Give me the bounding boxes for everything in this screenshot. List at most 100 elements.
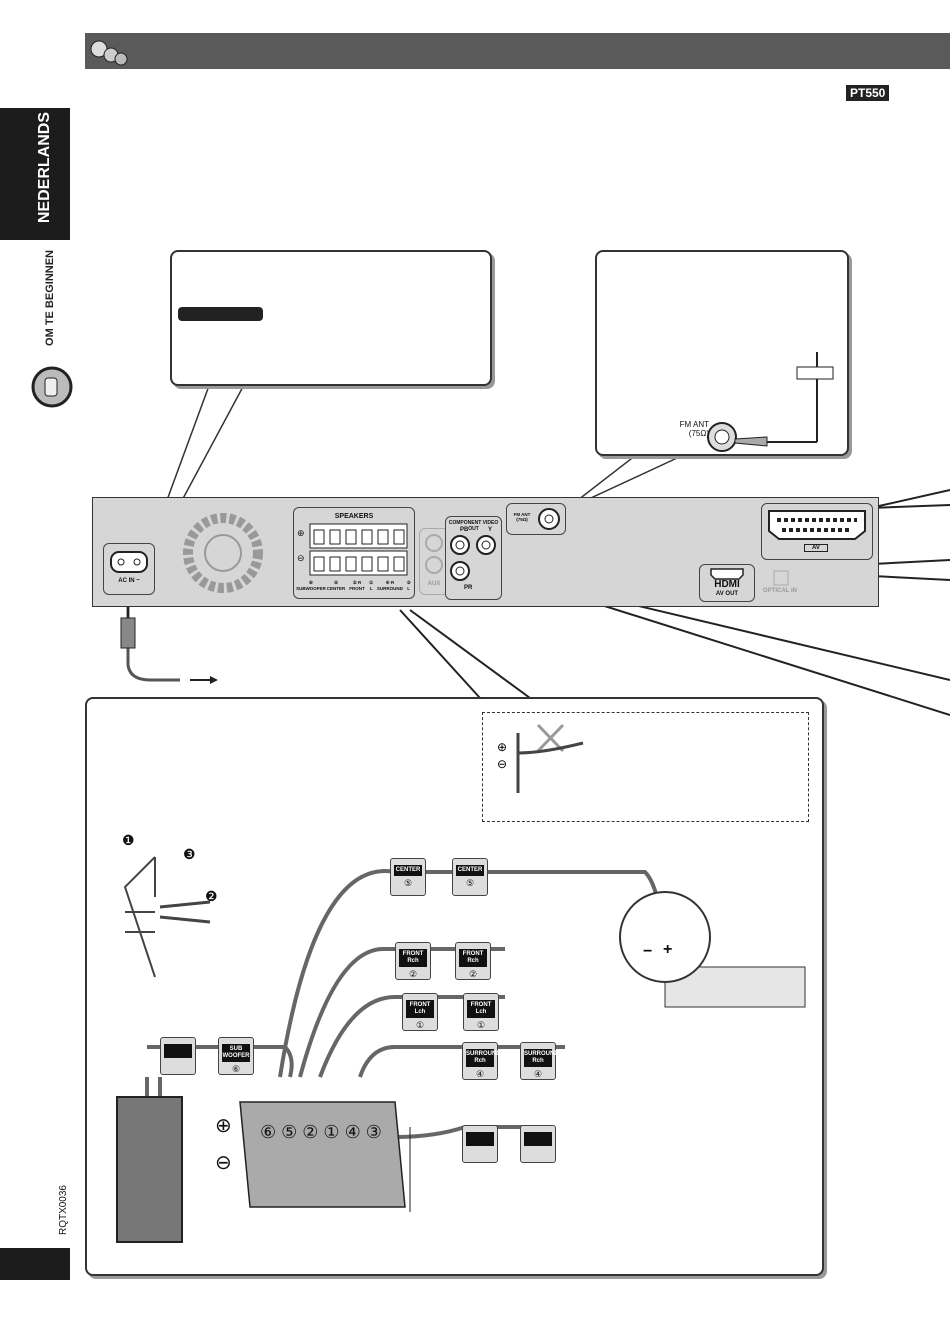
step-2: ❷ bbox=[205, 888, 218, 904]
header-bar bbox=[85, 33, 950, 69]
speaker-tag-front-right: FRONT Rch ② bbox=[395, 942, 431, 980]
blank-label-bar bbox=[178, 307, 263, 321]
fm-ant-label: FM ANT (75Ω) bbox=[513, 512, 531, 522]
tag-label: FRONT Lch bbox=[406, 1000, 434, 1018]
speaker-wiring-diagram bbox=[116, 856, 806, 1243]
terminal-label: ⑤ CENTER bbox=[326, 580, 346, 591]
optical-in-label: OPTICAL IN bbox=[763, 588, 797, 594]
terminal-label: ① L bbox=[369, 580, 374, 591]
terminal-grid bbox=[309, 523, 408, 576]
optical-port-icon bbox=[773, 570, 789, 586]
speaker-tag-center: CENTER ⑤ bbox=[452, 858, 488, 896]
terminal-label: ② R FRONT bbox=[349, 580, 365, 591]
fm-antenna-callout: FM ANT (75Ω) bbox=[595, 250, 849, 456]
aux-jacks-icon bbox=[425, 534, 443, 574]
ac-socket-icon bbox=[110, 551, 148, 573]
y-label: Y bbox=[488, 527, 493, 533]
blank-tag-label bbox=[524, 1132, 552, 1146]
terminal-plus: ⊕ bbox=[215, 1115, 232, 1137]
aux-input: AUX bbox=[419, 528, 449, 595]
component-video-out: COMPONENT VIDEO OUT PB Y PR bbox=[445, 516, 502, 600]
speaker-tag-front-right: FRONT Rch ② bbox=[455, 942, 491, 980]
step-3: ❸ bbox=[183, 846, 196, 862]
page-footer-tab bbox=[0, 1248, 70, 1280]
tag-label: CENTER bbox=[394, 865, 422, 876]
terminal-minus: ⊖ bbox=[215, 1152, 232, 1174]
tag-number: ⑥ bbox=[231, 1064, 241, 1074]
fm-antenna-terminal: FM ANT (75Ω) bbox=[506, 503, 566, 535]
speaker-tag-front-left: FRONT Lch ① bbox=[402, 993, 438, 1031]
tag-number: ⑤ bbox=[465, 878, 475, 888]
av-label: AV bbox=[804, 544, 828, 552]
hdmi-av-out: HDMI AV OUT bbox=[699, 564, 755, 602]
speaker-tag-subwoofer: SUB WOOFER ⑥ bbox=[218, 1037, 254, 1075]
speaker-tag-center: CENTER ⑤ bbox=[390, 858, 426, 896]
bubbles-icon bbox=[90, 40, 128, 66]
pb-label: PB bbox=[460, 527, 469, 533]
tag-label: SURROUND Rch bbox=[524, 1049, 559, 1067]
tag-number: ① bbox=[415, 1020, 425, 1030]
tag-label: FRONT Rch bbox=[459, 949, 487, 967]
speaker-tag-front-left: FRONT Lch ① bbox=[463, 993, 499, 1031]
terminal-number: ① bbox=[323, 1122, 340, 1142]
speaker-tag-surround-right: SURROUND Rch ④ bbox=[520, 1042, 559, 1080]
blank-speaker-tag bbox=[520, 1125, 556, 1163]
terminal-number: ④ bbox=[344, 1122, 361, 1142]
hdmi-logo: HDMI bbox=[714, 579, 740, 590]
coax-jack-icon bbox=[538, 508, 560, 530]
fan-vent-icon bbox=[183, 513, 263, 593]
pr-label: PR bbox=[464, 585, 473, 591]
polarity-minus: − bbox=[643, 943, 653, 960]
tag-number: ② bbox=[468, 969, 478, 979]
blank-tag-label bbox=[164, 1044, 192, 1058]
scart-connector-icon bbox=[768, 510, 866, 540]
tag-label: FRONT Rch bbox=[399, 949, 427, 967]
aux-label: AUX bbox=[427, 581, 441, 587]
step-1: ❶ bbox=[122, 832, 135, 848]
svg-text:⊕: ⊕ bbox=[497, 740, 507, 754]
fm-ant-label: FM ANT (75Ω) bbox=[679, 420, 709, 438]
polarity-plus: + bbox=[663, 941, 673, 958]
rear-panel: AC IN ~ SPEAKERS ⊕ ⊖ ⑥ SUBWOOFER ⑤ CENTE… bbox=[92, 497, 879, 607]
ac-callout bbox=[170, 250, 492, 386]
terminal-number: ⑥ bbox=[260, 1122, 277, 1142]
terminal-numbers: ⑥ ⑤ ② ① ④ ③ bbox=[260, 1122, 382, 1143]
tag-label: CENTER bbox=[456, 865, 484, 876]
tag-label: SUB WOOFER bbox=[222, 1044, 250, 1062]
incorrect-wiring-illustration: ⊕⊖ bbox=[497, 723, 584, 793]
speakers-title: SPEAKERS bbox=[334, 513, 374, 520]
speaker-tag-surround-right: SURROUND Rch ④ bbox=[462, 1042, 501, 1080]
fm-antenna-illustration bbox=[707, 352, 834, 452]
terminal-number: ② bbox=[302, 1122, 319, 1142]
tag-number: ⑤ bbox=[403, 878, 413, 888]
terminal-number: ③ bbox=[365, 1122, 382, 1142]
section-icon bbox=[31, 366, 73, 408]
terminal-labels: ⑥ SUBWOOFER ⑤ CENTER ② R FRONT ① L ④ R S… bbox=[296, 580, 412, 591]
ac-in-label: AC IN ~ bbox=[118, 578, 140, 584]
tag-number: ④ bbox=[475, 1069, 485, 1079]
tag-number: ④ bbox=[533, 1069, 543, 1079]
speaker-terminals: SPEAKERS ⊕ ⊖ ⑥ SUBWOOFER ⑤ CENTER ② R FR… bbox=[293, 507, 415, 599]
blank-tag-label bbox=[466, 1132, 494, 1146]
tag-label: FRONT Lch bbox=[467, 1000, 495, 1018]
terminal-label: ⑥ SUBWOOFER bbox=[296, 580, 326, 591]
hdmi-port-icon bbox=[710, 568, 744, 580]
blank-speaker-tag bbox=[160, 1037, 196, 1075]
terminal-number: ⑤ bbox=[281, 1122, 298, 1142]
tag-label: SURROUND Rch bbox=[466, 1049, 501, 1067]
language-tab bbox=[0, 108, 70, 240]
svg-text:⊖: ⊖ bbox=[497, 757, 507, 771]
terminal-label: ③ L bbox=[406, 580, 411, 591]
tag-number: ② bbox=[408, 969, 418, 979]
terminal-label: ④ R SURROUND bbox=[376, 580, 403, 591]
model-badge: PT550 bbox=[846, 85, 890, 101]
component-jacks-icon bbox=[450, 535, 496, 581]
av-out-label: AV OUT bbox=[715, 591, 739, 597]
component-title: COMPONENT VIDEO OUT bbox=[448, 520, 499, 532]
plus-symbol: ⊕ bbox=[297, 528, 305, 538]
warning-box: ⊕⊖ bbox=[482, 712, 809, 822]
tag-number: ① bbox=[476, 1020, 486, 1030]
ac-in-socket: AC IN ~ bbox=[103, 543, 155, 595]
blank-speaker-tag bbox=[462, 1125, 498, 1163]
